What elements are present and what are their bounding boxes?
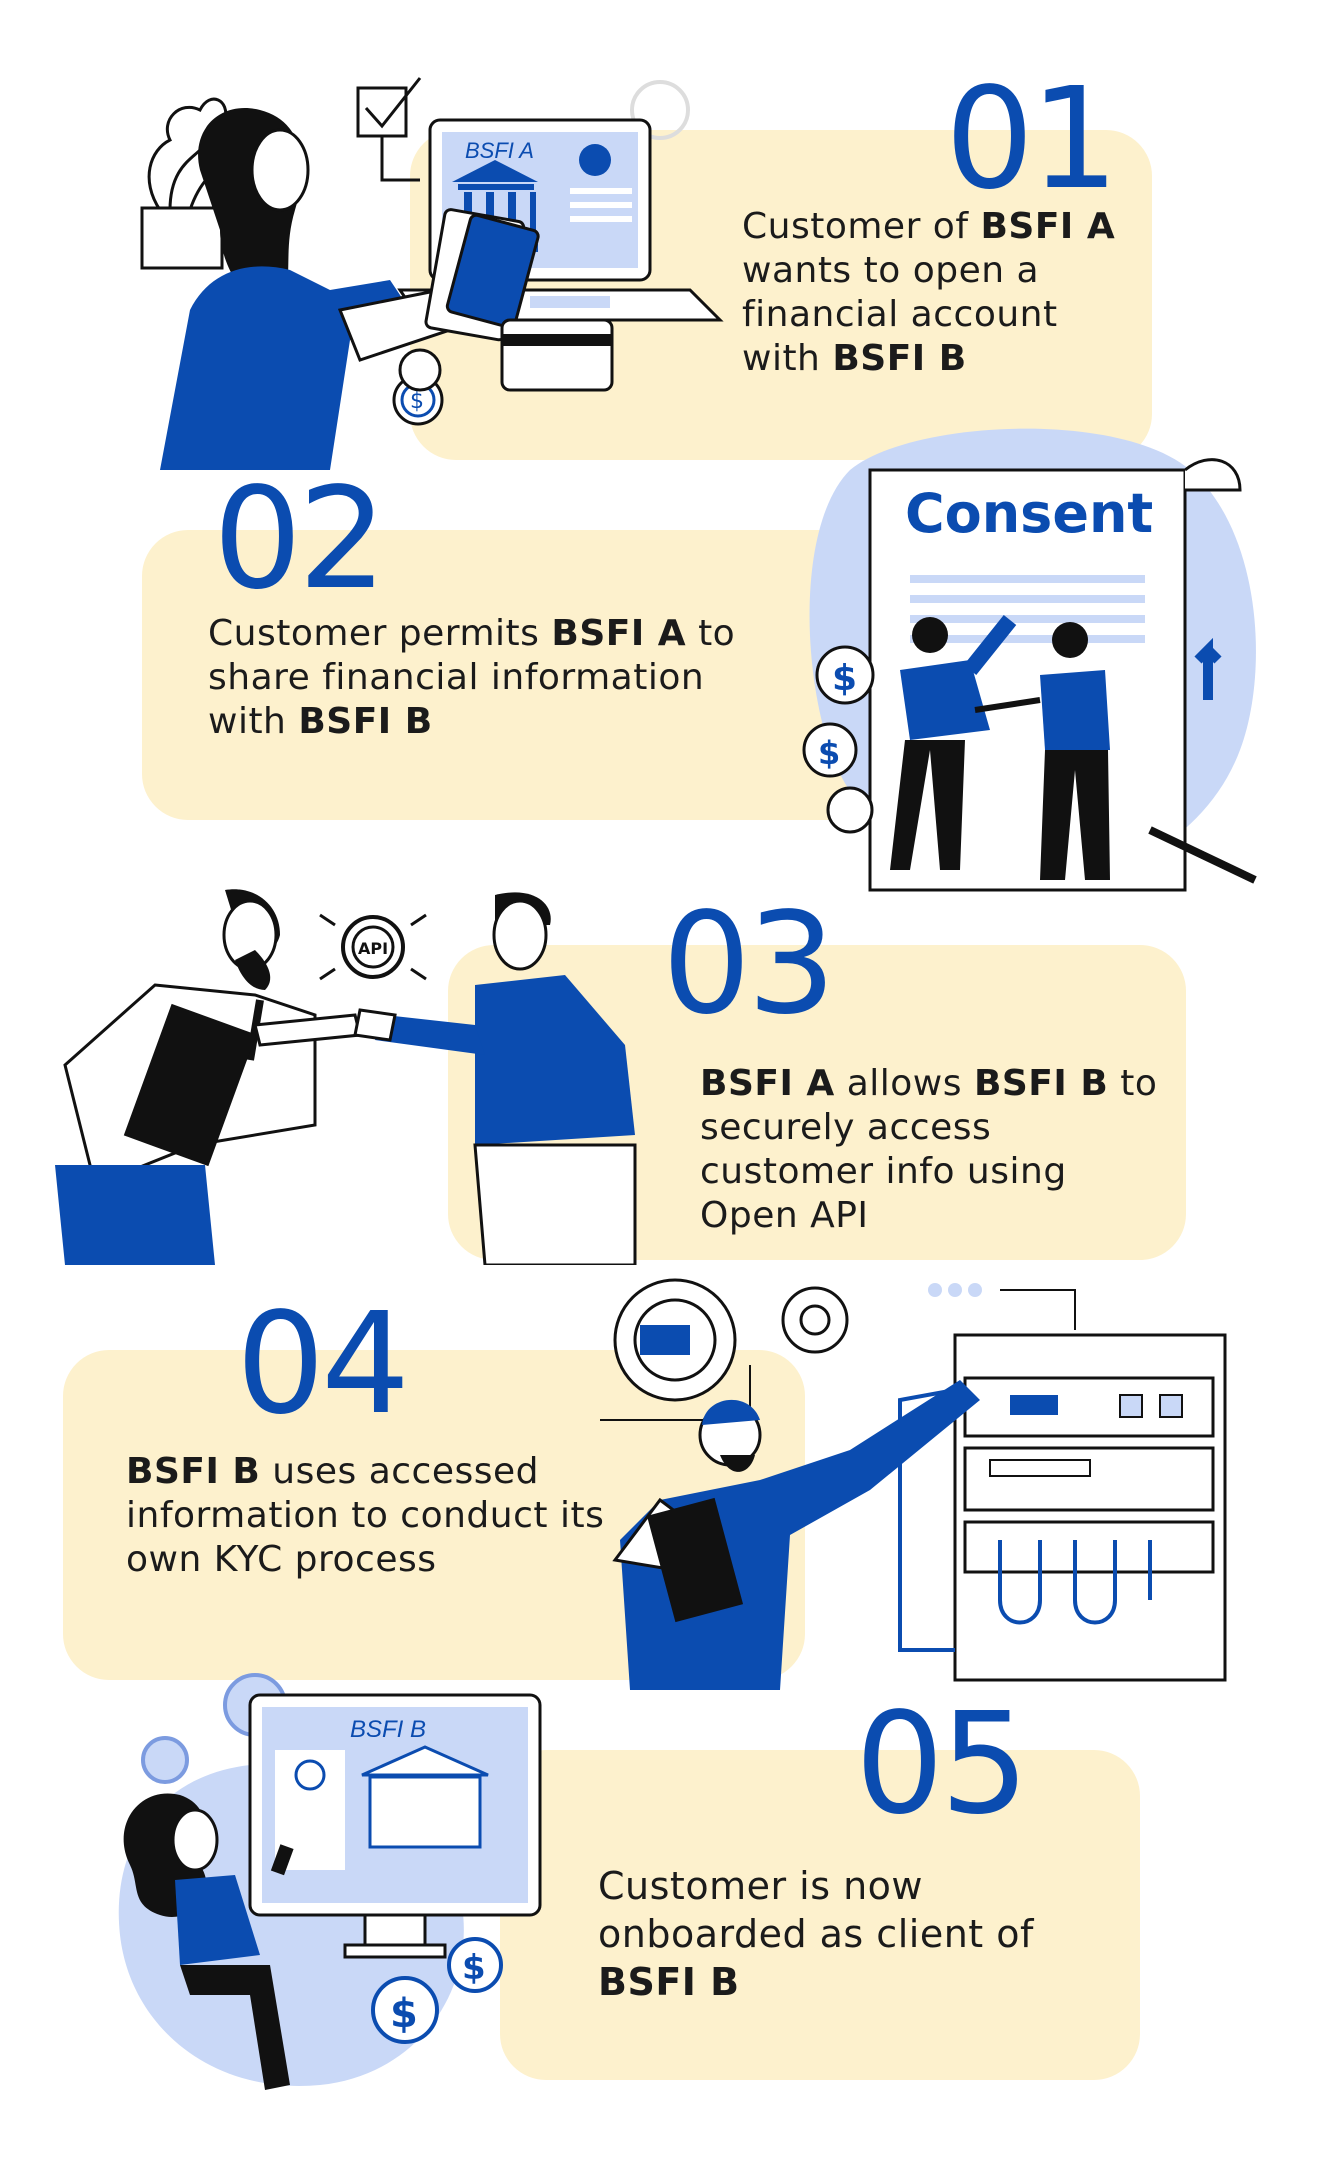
bank-name-text: BSFI A bbox=[551, 613, 687, 654]
svg-text:$: $ bbox=[832, 658, 857, 699]
monitor-bank-label: BSFI B bbox=[350, 1716, 426, 1743]
step-text-segment: financial account bbox=[742, 294, 1058, 335]
bank-name-text: BSFI A bbox=[980, 206, 1116, 247]
step-2-card bbox=[142, 530, 902, 820]
step-text-segment: with bbox=[208, 701, 299, 742]
gear-icon bbox=[630, 80, 690, 140]
svg-text:$: $ bbox=[410, 389, 424, 414]
gear-icon bbox=[613, 1278, 737, 1402]
woman-figure bbox=[123, 1793, 294, 2090]
bank-name-text: BSFI B bbox=[598, 1960, 740, 2004]
step-text-segment: onboarded as client of bbox=[598, 1912, 1034, 1956]
step-text-segment: Customer is now bbox=[598, 1864, 924, 1908]
svg-text:$: $ bbox=[462, 1948, 486, 1988]
step-text-segment: to bbox=[1108, 1063, 1158, 1104]
step-text-segment: uses accessed bbox=[260, 1451, 539, 1492]
step-text-segment: with bbox=[742, 338, 833, 379]
step-1-illustration: BSFI A $ bbox=[140, 77, 724, 470]
svg-text:$: $ bbox=[818, 734, 840, 772]
step-4-number: 04 bbox=[236, 1283, 410, 1446]
svg-text:$: $ bbox=[390, 1991, 418, 2037]
step-text-segment: Open API bbox=[700, 1195, 869, 1236]
step-2-illustration: Consent $ $ bbox=[802, 428, 1257, 892]
handshake-figures bbox=[890, 615, 1110, 880]
checkbox-icon bbox=[356, 77, 422, 182]
step-text-segment: wants to open a bbox=[742, 250, 1040, 291]
man-right-figure bbox=[353, 892, 637, 1265]
server-rack-icon bbox=[898, 1333, 1227, 1682]
step-text-segment: Customer permits bbox=[208, 613, 552, 654]
money-icon bbox=[424, 208, 614, 392]
bank-name-text: BSFI B bbox=[126, 1451, 261, 1492]
step-4-illustration bbox=[600, 1278, 1227, 1690]
bank-name-text: BSFI B bbox=[973, 1063, 1109, 1104]
bank-name-text: BSFI A bbox=[700, 1063, 835, 1104]
coin-icon: $ $ bbox=[802, 645, 875, 834]
consent-title: Consent bbox=[905, 482, 1153, 545]
coin-icon: $ bbox=[392, 348, 444, 426]
step-5-number: 05 bbox=[855, 1683, 1029, 1846]
monitor-icon: BSFI B bbox=[248, 1693, 542, 1959]
step-text-segment: customer info using bbox=[700, 1151, 1067, 1192]
laptop-bank-label: BSFI A bbox=[465, 138, 534, 163]
step-text-segment: own KYC process bbox=[126, 1539, 437, 1580]
step-1-number: 01 bbox=[945, 58, 1119, 221]
api-icon: API bbox=[319, 913, 427, 981]
step-text-segment: Customer of bbox=[742, 206, 981, 247]
step-text-segment: to bbox=[686, 613, 736, 654]
step-text-segment: allows bbox=[834, 1063, 974, 1104]
coin-icon: $ $ bbox=[371, 1937, 503, 2044]
gear-small-icon bbox=[781, 1286, 849, 1354]
step-5-card bbox=[500, 1750, 1140, 2080]
bank-name-text: BSFI B bbox=[298, 701, 433, 742]
bank-icon bbox=[361, 1745, 489, 1849]
bank-name-text: BSFI B bbox=[832, 338, 967, 379]
step-text-segment: share financial information bbox=[208, 657, 705, 698]
step-3-number: 03 bbox=[662, 883, 836, 1046]
man-left-figure bbox=[55, 889, 362, 1265]
step-5-illustration: BSFI B $ $ bbox=[118, 1673, 542, 2090]
step-text-segment: information to conduct its bbox=[126, 1495, 605, 1536]
step-2-number: 02 bbox=[213, 458, 387, 621]
step-text-segment: securely access bbox=[700, 1107, 992, 1148]
technician-figure bbox=[612, 1380, 980, 1690]
api-label: API bbox=[358, 939, 388, 958]
step-3-illustration: API bbox=[55, 889, 637, 1265]
